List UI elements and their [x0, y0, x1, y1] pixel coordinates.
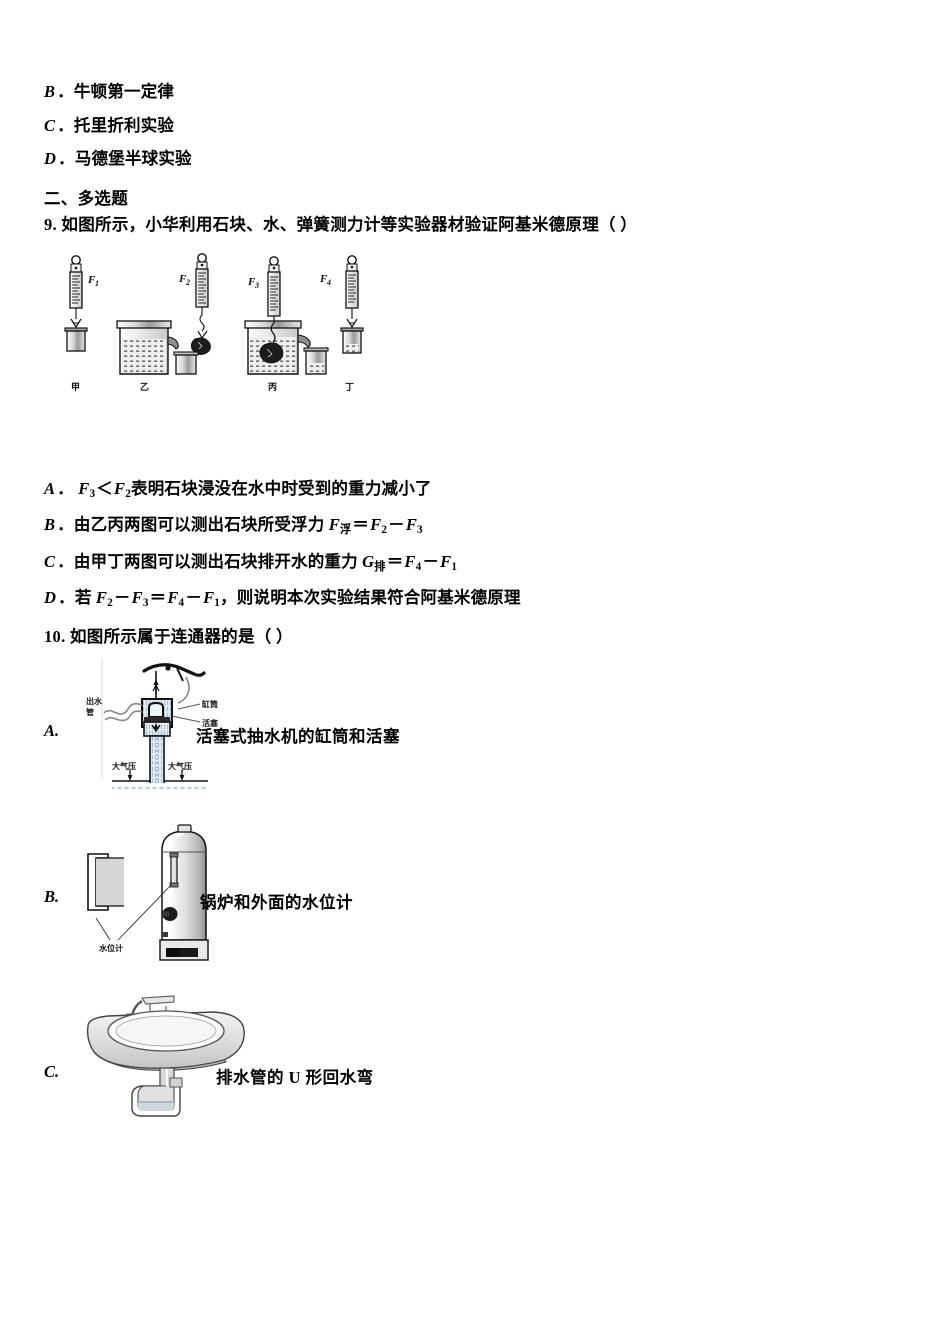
- option-caption: 锅炉和外面的水位计: [200, 893, 353, 913]
- option-row: B．牛顿第一定律: [44, 82, 904, 101]
- scale-label-f2-sub: 2: [185, 278, 190, 287]
- label-water-level-gauge: 水位计: [98, 943, 123, 953]
- question-10-number: 10.: [44, 626, 66, 646]
- option-letter: A: [44, 479, 56, 499]
- option-formula: F2: [95, 588, 113, 610]
- scale-label-f3: F: [247, 276, 256, 288]
- option-formula: F3: [78, 479, 96, 501]
- question-10-option-c: C.: [44, 990, 904, 1130]
- option-row: B．由乙丙两图可以测出石块所受浮力 F浮＝F2－F3: [44, 515, 904, 537]
- op-minus: －: [113, 588, 131, 608]
- option-letter: B: [44, 82, 56, 101]
- option-formula: F3: [405, 515, 423, 537]
- panel-ding: F 4 丁: [319, 255, 364, 393]
- label-atmos-right: 大气压: [168, 761, 192, 771]
- op-minus: －: [185, 588, 203, 608]
- panel-caption-bing: 丙: [268, 382, 277, 393]
- option-dot: ．: [58, 149, 75, 168]
- option-row: A． F3＜F2表明石块浸没在水中时受到的重力减小了: [44, 479, 904, 501]
- option-text: ，则说明本次实验结果符合阿基米德原理: [220, 588, 521, 608]
- archimedes-svg: F 1 甲: [64, 253, 364, 393]
- option-letter: C.: [44, 1062, 60, 1082]
- panel-jia: F 1 甲: [64, 255, 99, 393]
- op-eq: ＝: [352, 515, 370, 535]
- op-eq: ＝: [386, 551, 404, 571]
- label-outlet-pipe-line2: 管: [86, 707, 94, 717]
- option-text: 表明石块浸没在水中时受到的重力减小了: [131, 479, 432, 499]
- question-10-stem: 10. 如图所示属于连通器的是（ ）: [44, 627, 904, 648]
- piston-pump-svg: 出水 管 缸筒 活塞 大气压 大气压: [86, 659, 219, 793]
- option-text: 若: [74, 588, 96, 608]
- op-eq: ＝: [149, 588, 167, 608]
- op-minus: －: [388, 515, 405, 535]
- option-formula: F4: [167, 588, 185, 610]
- option-letter: B: [44, 515, 56, 535]
- boiler-water-level-gauge-diagram: 水位计: [66, 822, 266, 968]
- question-9-number: 9.: [44, 214, 57, 234]
- option-formula: F2: [113, 479, 132, 501]
- option-caption: 排水管的 U 形回水弯: [216, 1068, 374, 1088]
- section-heading: 二、多选题: [44, 188, 128, 208]
- panel-bing: F 3 丙: [244, 256, 329, 393]
- option-dot: ．: [57, 479, 74, 499]
- question-10-text: 如图所示属于连通器的是（ ）: [69, 626, 293, 646]
- option-caption: 活塞式抽水机的缸筒和活塞: [196, 727, 400, 747]
- label-atmos-left: 大气压: [112, 761, 136, 771]
- page-content: B．牛顿第一定律 C．托里折利实验 D．马德堡半球实验 二、多选题 9. 如图所…: [44, 82, 904, 1130]
- option-text: 马德堡半球实验: [74, 149, 192, 168]
- option-dot: ．: [57, 115, 74, 135]
- panel-caption-jia: 甲: [71, 382, 80, 393]
- option-text: 由乙丙两图可以测出石块所受浮力: [73, 515, 329, 535]
- question-9-text: 如图所示，小华利用石块、水、弹簧测力计等实验器材验证阿基米德原理（ ）: [61, 214, 638, 234]
- panel-yi: F 2 乙: [116, 253, 211, 393]
- option-text: 托里折利实验: [73, 115, 175, 135]
- scale-label-f4-sub: 4: [326, 278, 331, 287]
- panel-caption-ding: 丁: [345, 382, 354, 393]
- option-letter: D: [44, 149, 57, 168]
- option-letter: A.: [44, 721, 60, 741]
- option-formula: F浮: [328, 515, 352, 537]
- option-letter: D: [44, 588, 57, 608]
- panel-caption-yi: 乙: [140, 382, 149, 393]
- scale-label-f3-sub: 3: [254, 281, 259, 290]
- option-dot: ．: [58, 588, 75, 608]
- scale-label-f2: F: [178, 273, 187, 285]
- question-10-option-b: B.: [44, 822, 904, 970]
- question-9-options: A． F3＜F2表明石块浸没在水中时受到的重力减小了 B．由乙丙两图可以测出石块…: [44, 479, 904, 610]
- piston-water-pump-diagram: 出水 管 缸筒 活塞 大气压 大气压: [82, 659, 262, 801]
- boiler-svg: 水位计: [87, 824, 209, 961]
- option-formula: F2: [370, 515, 388, 537]
- op-minus: －: [422, 551, 440, 571]
- option-text: 由甲丁两图可以测出石块排开水的重力: [73, 551, 363, 571]
- option-letter: C: [44, 115, 56, 135]
- option-letter: C: [44, 551, 56, 571]
- option-formula: F1: [203, 588, 221, 610]
- sink-u-trap-diagram: [74, 990, 284, 1125]
- label-outlet-pipe-line1: 出水: [86, 696, 103, 706]
- label-cylinder: 缸筒: [201, 699, 218, 709]
- option-formula: F1: [440, 551, 458, 573]
- option-dot: ．: [57, 551, 74, 571]
- scale-label-f1: F: [87, 274, 96, 286]
- scale-label-f1-sub: 1: [95, 279, 99, 288]
- question-9-stem: 9. 如图所示，小华利用石块、水、弹簧测力计等实验器材验证阿基米德原理（ ）: [44, 215, 904, 236]
- option-dot: ．: [57, 515, 74, 535]
- option-row: D．马德堡半球实验: [44, 149, 904, 168]
- scale-label-f4: F: [319, 273, 328, 285]
- option-row: C．托里折利实验: [44, 115, 904, 135]
- option-row: C．由甲丁两图可以测出石块排开水的重力 G排＝F4－F1: [44, 551, 904, 573]
- option-dot: ．: [57, 82, 74, 101]
- question-10-option-a: A.: [44, 659, 904, 804]
- option-formula: G排: [362, 551, 386, 573]
- label-piston: 活塞: [202, 718, 219, 728]
- option-formula: F4: [404, 551, 422, 573]
- archimedes-experiment-figure: F 1 甲: [52, 249, 392, 409]
- option-row: D．若 F2－F3＝F4－F1，则说明本次实验结果符合阿基米德原理: [44, 588, 904, 610]
- op-lt: ＜: [96, 479, 113, 499]
- option-formula: F3: [131, 588, 149, 610]
- option-letter: B.: [44, 887, 60, 907]
- option-text: 牛顿第一定律: [73, 82, 175, 101]
- sink-svg: [86, 995, 245, 1117]
